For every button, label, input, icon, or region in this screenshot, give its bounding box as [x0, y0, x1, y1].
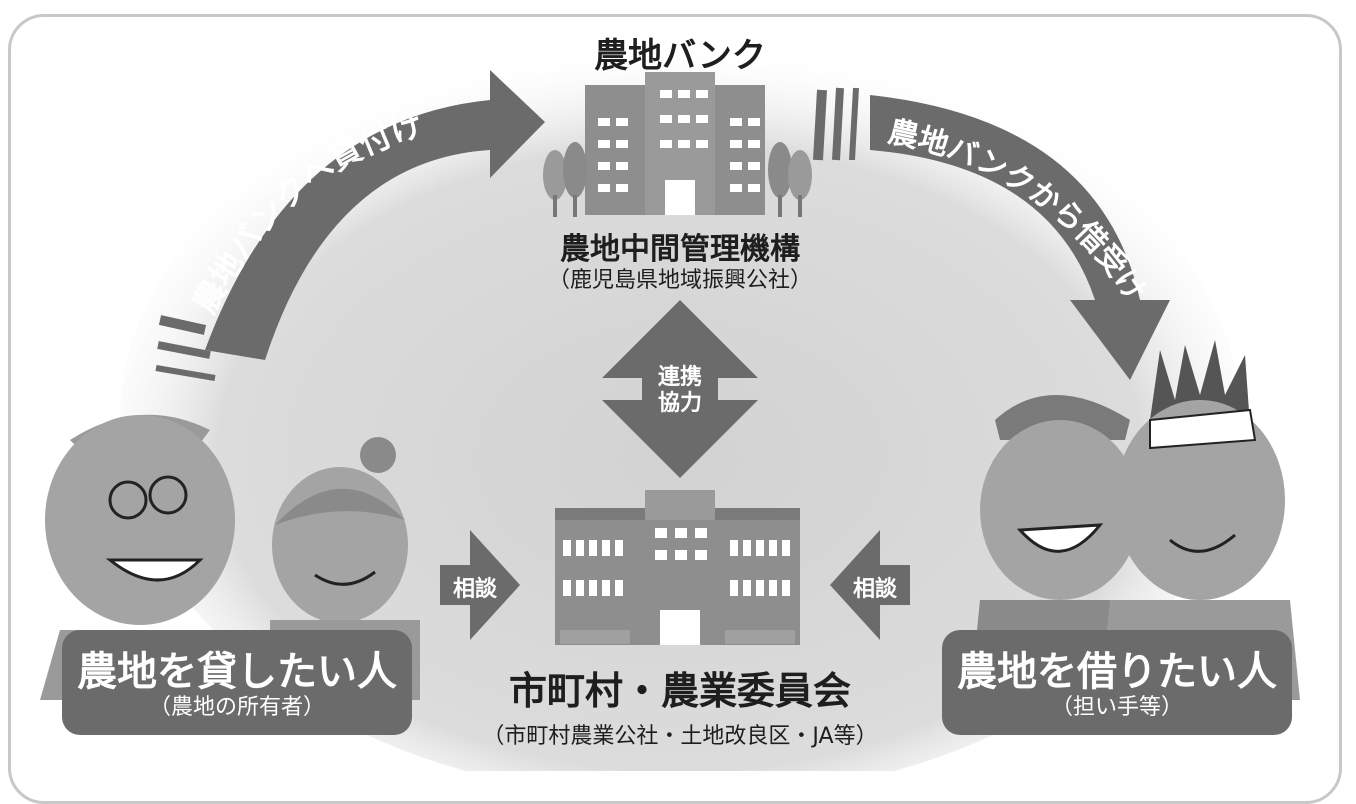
- municipal-building-icon: [555, 490, 800, 645]
- consult-right-label: 相談: [852, 577, 897, 602]
- consult-arrow-left: [440, 530, 520, 640]
- diagram-canvas: 農地バンクへ貸付け 農地バンクから借受け 農地バンク 農地中間管理機構 （鹿児島…: [8, 14, 1342, 804]
- borrower-title: 農地を借りたい人: [957, 649, 1277, 695]
- cooperation-double-arrow: [602, 300, 758, 478]
- cooperation-line2: 協力: [657, 391, 702, 416]
- consult-left-label: 相談: [452, 577, 497, 602]
- bank-org-name: 農地中間管理機構: [560, 232, 800, 267]
- cooperation-label: 連携 協力: [640, 365, 720, 417]
- lender-subtitle: （農地の所有者）: [148, 695, 325, 720]
- arrow-borrow-from-bank: [813, 87, 1170, 380]
- borrower-subtitle: （担い手等）: [1050, 695, 1183, 720]
- borrower-label-box: 農地を借りたい人 （担い手等）: [942, 630, 1292, 735]
- cooperation-line1: 連携: [657, 365, 702, 390]
- lender-label-box: 農地を貸したい人 （農地の所有者）: [62, 630, 412, 735]
- arrow-lend-to-bank: [155, 70, 545, 381]
- bank-building-icon: [543, 72, 812, 217]
- lender-title: 農地を貸したい人: [77, 649, 397, 695]
- municipal-title: 市町村・農業委員会: [508, 669, 851, 713]
- bank-org-subtitle: （鹿児島県地域振興公社）: [547, 268, 812, 293]
- bank-title: 農地バンク: [594, 36, 766, 76]
- consult-arrow-right: [830, 530, 910, 640]
- municipal-subtitle: （市町村農業公社・土地改良区・JA等）: [482, 724, 878, 749]
